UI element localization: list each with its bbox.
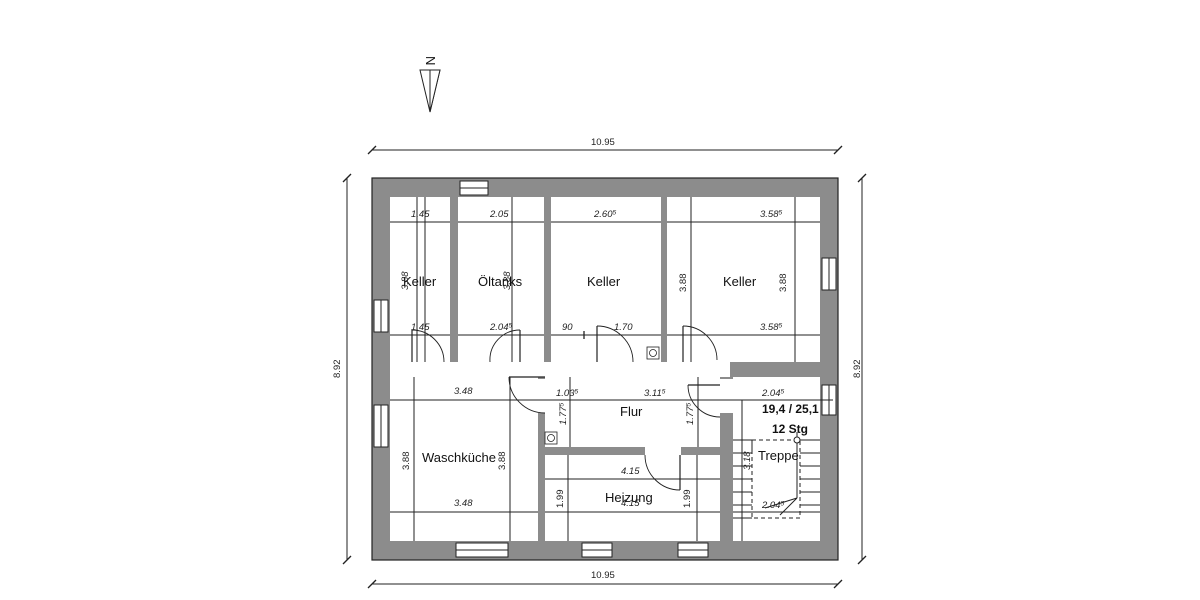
dim-waschkueche-height-left: 3.88 [401, 452, 412, 471]
overall-width-bottom-label: 10.95 [591, 570, 615, 581]
dim-heizung-top: 4.15 [621, 466, 640, 477]
dim-oeltanks-top: 2.05 [489, 209, 509, 220]
dim-treppe-top: 2.04⁵ [761, 388, 784, 399]
staircase [733, 432, 820, 519]
north-arrow-icon: N [419, 56, 441, 113]
overall-dimension-right: 8.92 [852, 173, 867, 565]
dim-keller2-top: 2.60⁵ [593, 209, 616, 220]
overall-height-right-label: 8.92 [852, 360, 863, 379]
dim-oeltanks-height: 3.88 [502, 271, 513, 290]
dim-waschkueche-height-right: 3.88 [497, 452, 508, 471]
overall-width-top-label: 10.95 [591, 137, 615, 148]
windows [373, 180, 837, 558]
north-letter: N [423, 56, 438, 65]
overall-dimension-left: 8.92 [332, 173, 352, 565]
dim-keller2-right: 1.70 [614, 322, 633, 333]
dim-keller1-top: 1.45 [411, 209, 430, 220]
dim-flur-height-left: 1.77⁵ [558, 403, 569, 425]
dim-flur-right: 3.11⁵ [644, 388, 666, 399]
dim-keller1-height: 3.88 [400, 271, 411, 290]
room-oeltanks-label: Öltanks [478, 274, 523, 289]
dim-keller3-bottom: 3.58⁵ [760, 322, 782, 333]
dim-treppe-height: 3.18 [742, 451, 753, 470]
door-openings [410, 355, 735, 457]
dim-waschkueche-bottom: 3.48 [454, 498, 473, 509]
dim-keller2-left: 90 [562, 322, 573, 333]
dim-keller1-bottom: 1.45 [411, 322, 430, 333]
room-keller-2-label: Keller [587, 274, 621, 289]
overall-dimension-bottom: 10.95 [367, 570, 843, 589]
floor-drain-icon [544, 346, 660, 445]
dim-keller3-height-left: 3.88 [678, 274, 689, 293]
room-waschkueche-label: Waschküche [422, 450, 496, 465]
room-heizung-label: Heizung [605, 490, 653, 505]
dim-flur-height-right: 1.77⁵ [685, 403, 696, 425]
dim-heizung-height-left: 1.99 [555, 490, 566, 509]
dim-heizung-bottom: 4.15 [621, 498, 640, 509]
dim-heizung-height-right: 1.99 [682, 490, 693, 509]
room-flur-label: Flur [620, 404, 643, 419]
dim-oeltanks-bottom: 2.04⁵ [489, 322, 512, 333]
stair-steps-label: 12 Stg [772, 422, 808, 436]
dim-keller3-height-right: 3.88 [778, 274, 789, 293]
dim-flur-left: 1.03⁵ [556, 388, 578, 399]
dim-treppe-bottom: 2.04⁵ [761, 500, 784, 511]
dim-keller3-top: 3.58⁵ [760, 209, 782, 220]
dimension-texts: 1.45 1.45 3.88 2.05 2.04⁵ 3.88 2.60⁵ 90 … [400, 209, 789, 511]
overall-dimension-top: 10.95 [367, 137, 843, 155]
internal-dimension-lines [390, 197, 833, 541]
room-treppe-label: Treppe [758, 448, 799, 463]
room-keller-1-label: Keller [403, 274, 437, 289]
dim-waschkueche-top: 3.48 [454, 386, 473, 397]
room-keller-3-label: Keller [723, 274, 757, 289]
door-swings [411, 325, 721, 491]
room-labels: Keller Öltanks Keller Keller Waschküche … [403, 274, 819, 505]
stair-ratio-label: 19,4 / 25,1 [762, 402, 819, 416]
overall-height-left-label: 8.92 [332, 360, 343, 379]
